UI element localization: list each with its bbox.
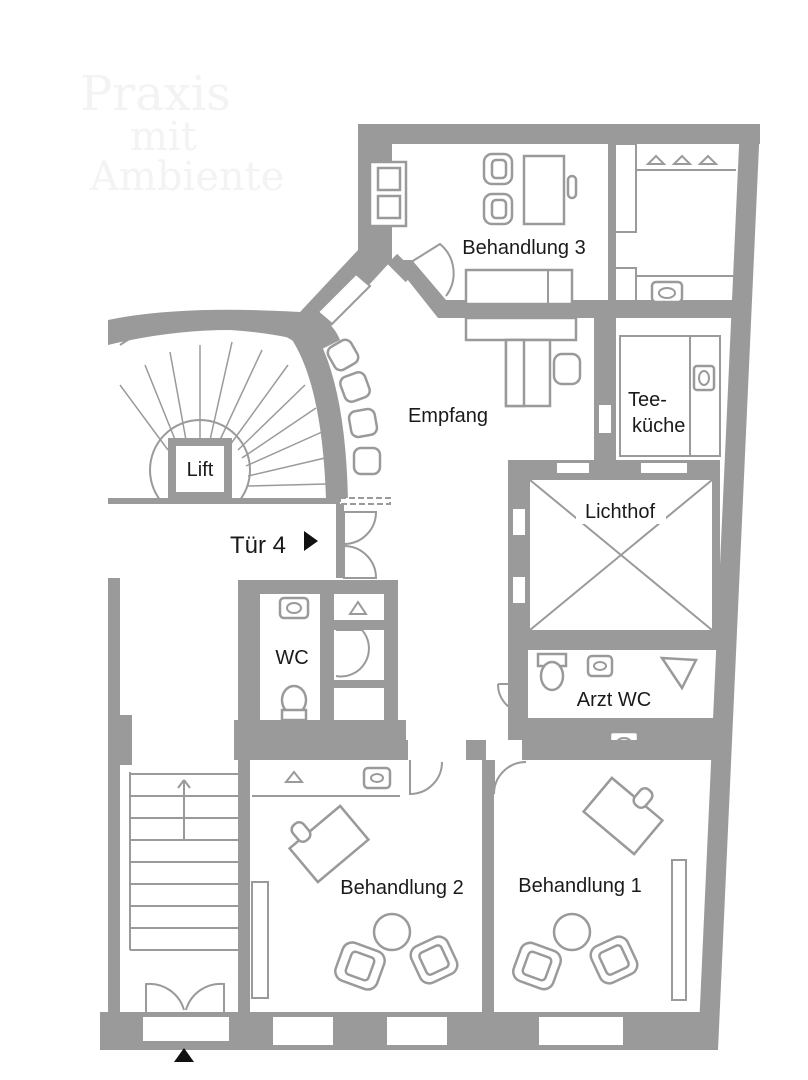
coat-hanger-icon [348, 600, 368, 615]
room-label-lichthof: Lichthof [585, 501, 655, 523]
sink-icon [362, 766, 392, 790]
room-arzt-wc: Arzt WC [496, 650, 720, 760]
armchair-icon [334, 935, 459, 991]
coat-hanger-icon [645, 154, 719, 165]
sink-icon [650, 280, 684, 304]
sink-icon [692, 364, 716, 392]
armchair-icon [482, 152, 514, 226]
room-label-behandlung-1: Behandlung 1 [518, 875, 641, 897]
wall-top [358, 124, 760, 144]
armchair-icon [511, 935, 639, 991]
entrance-arrow-icon [174, 1048, 194, 1062]
room-label-behandlung-2: Behandlung 2 [340, 877, 463, 899]
room-label-wc: WC [275, 647, 308, 669]
wall-stair-left-2 [108, 715, 132, 765]
door-4-passage: Tür 4 [108, 497, 391, 579]
wall-stair-left [108, 578, 120, 1018]
room-wc: WC [234, 580, 406, 760]
room-label-teekueche-line2: küche [632, 415, 685, 437]
room-label-tuer4: Tür 4 [230, 532, 286, 559]
watermark-line-2: mit [130, 114, 197, 160]
room-empfang: Empfang [326, 316, 582, 476]
room-label-empfang: Empfang [408, 405, 488, 427]
sink-icon [278, 596, 310, 620]
room-lichthof: Lichthof [508, 460, 720, 650]
watermark: Praxis mit Ambiente [80, 66, 284, 200]
room-label-arzt-wc: Arzt WC [577, 689, 651, 711]
bottom-windows [141, 1015, 625, 1047]
toilet-icon [280, 684, 308, 722]
room-label-behandlung-3: Behandlung 3 [462, 237, 585, 259]
entrance-stairs [129, 772, 238, 1062]
stair-tower: Lift [108, 309, 348, 521]
sink-icon [586, 654, 614, 678]
room-behandlung-1: Behandlung 1 [511, 776, 687, 1001]
room-behandlung-2: Behandlung 2 [234, 740, 720, 1015]
watermark-line-3: Ambiente [89, 154, 284, 200]
room-label-teekueche-line1: Tee- [628, 389, 667, 411]
door-arrow-icon [304, 531, 318, 551]
room-teekueche: Tee- küche [594, 300, 721, 470]
toilet-icon [536, 652, 568, 692]
room-behandlung-3: Behandlung 3 [368, 143, 738, 318]
wall-corridor [394, 740, 408, 760]
watermark-line-1: Praxis [80, 66, 231, 122]
room-label-lift: Lift [187, 459, 214, 481]
armchair-icon [326, 338, 382, 476]
coat-hanger-icon [283, 770, 305, 783]
wall-right [698, 124, 760, 1050]
